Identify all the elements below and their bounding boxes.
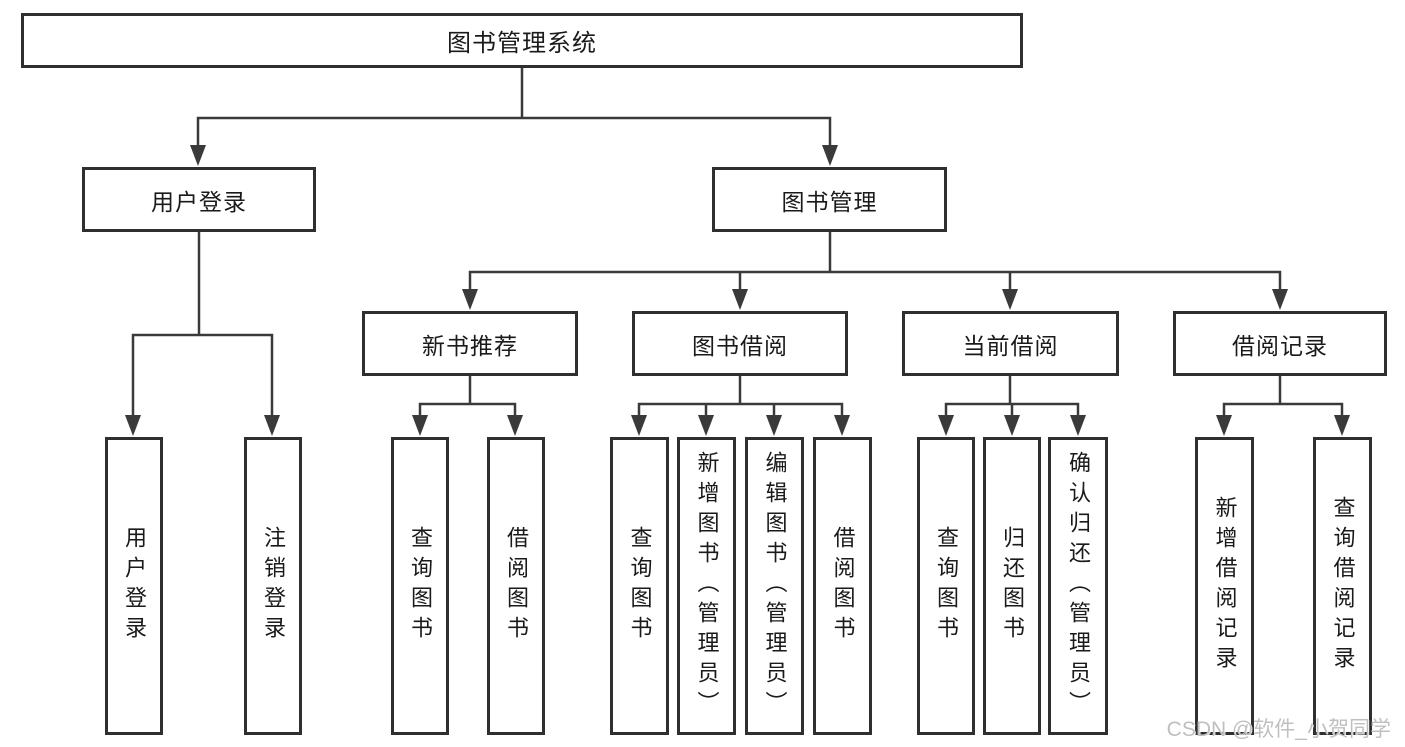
csdn-watermark: CSDN @软件_小贺同学: [1166, 718, 1391, 741]
leaf-query-books-recommend: 查询图书: [391, 437, 449, 735]
leaf-confirm-return-admin: 确认归还（管理员）: [1048, 437, 1108, 735]
leaf-label: 查询图书: [627, 526, 653, 646]
leaf-add-book-admin: 新增图书（管理员）: [677, 437, 736, 735]
node-label: 借阅记录: [1232, 332, 1328, 359]
leaf-label: 借阅图书: [830, 526, 856, 646]
node-label: 图书管理: [781, 188, 878, 215]
node-label: 图书借阅: [692, 332, 788, 359]
leaf-logout: 注销登录: [244, 437, 302, 735]
leaf-label: 注销登录: [261, 526, 286, 646]
leaf-query-books-borrow: 查询图书: [610, 437, 669, 735]
node-label: 新书推荐: [422, 332, 518, 359]
leaf-add-borrow-record: 新增借阅记录: [1195, 437, 1254, 735]
node-label: 用户登录: [151, 188, 247, 215]
leaf-return-book: 归还图书: [983, 437, 1041, 735]
leaf-label: 查询借阅记录: [1330, 496, 1356, 676]
node-user-login: 用户登录: [82, 167, 316, 232]
leaf-query-borrow-record: 查询借阅记录: [1313, 437, 1372, 735]
leaf-edit-book-admin: 编辑图书（管理员）: [745, 437, 804, 735]
leaf-label: 归还图书: [1000, 526, 1025, 646]
node-book-management: 图书管理: [712, 167, 947, 232]
node-label: 图书管理系统: [447, 30, 597, 57]
leaf-label: 新增图书（管理员）: [694, 451, 720, 721]
leaf-label: 确认归还（管理员）: [1066, 451, 1091, 721]
leaf-label: 查询图书: [408, 526, 433, 646]
node-book-borrowing: 图书借阅: [632, 311, 848, 376]
leaf-label: 新增借阅记录: [1212, 496, 1238, 676]
leaf-query-books-current: 查询图书: [917, 437, 975, 735]
leaf-label: 用户登录: [122, 526, 147, 646]
leaf-label: 编辑图书（管理员）: [762, 451, 788, 721]
node-current-borrowing: 当前借阅: [902, 311, 1119, 376]
node-label: 当前借阅: [962, 332, 1059, 359]
node-new-book-recommendation: 新书推荐: [362, 311, 578, 376]
node-borrowing-records: 借阅记录: [1173, 311, 1387, 376]
leaf-label: 借阅图书: [504, 526, 529, 646]
leaf-user-login: 用户登录: [105, 437, 163, 735]
leaf-label: 查询图书: [934, 526, 959, 646]
node-library-management-system: 图书管理系统: [21, 13, 1023, 68]
leaf-borrow-books: 借阅图书: [813, 437, 872, 735]
leaf-borrow-books-recommend: 借阅图书: [487, 437, 545, 735]
